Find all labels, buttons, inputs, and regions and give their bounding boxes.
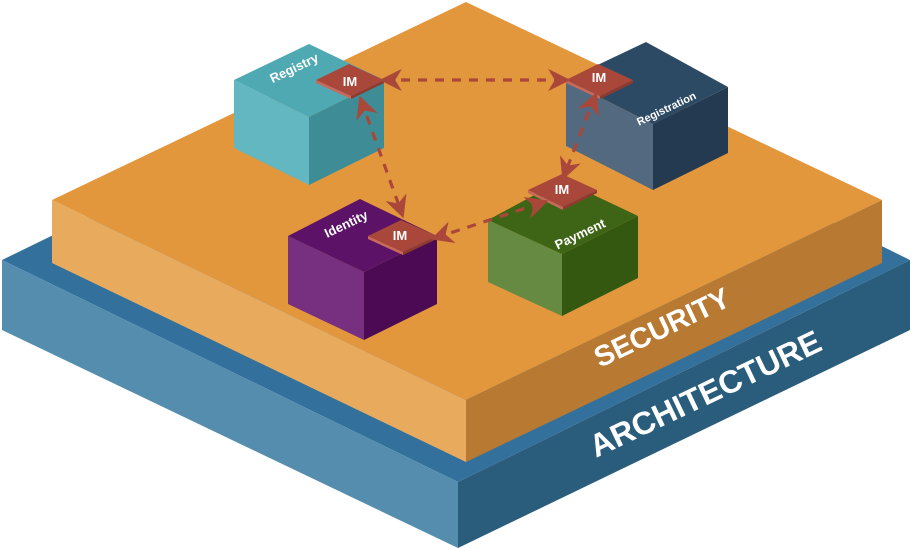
im-badge-label: IM [555,182,569,197]
module-registration-right-face [653,87,728,190]
connection-registration-payment [560,91,599,181]
im-badge-top [316,64,384,96]
im-badge-edge [403,236,437,255]
security-layer-left-face [52,200,466,462]
im-badge-top [368,220,437,252]
module-identity-left-face [288,236,364,340]
im-badge-label: IM [343,74,357,89]
module-identity-top-face [288,199,437,272]
im-badge-registry[interactable]: IM [316,64,384,99]
connection-group [356,68,599,244]
architecture-layer-left-face [2,260,458,548]
im-badge-edge [600,80,633,99]
im-badge-edge [563,190,597,210]
im-badge-edge [368,236,403,255]
security-layer-right-face [466,200,882,462]
connection-identity-payment [430,196,549,244]
im-badge-label: IM [592,70,606,85]
module-identity-right-face [364,236,437,340]
im-badge-top [528,174,597,207]
module-payment-right-face [562,216,638,316]
connection-registry-identity [356,95,407,219]
im-badge-identity[interactable]: IM [368,220,437,255]
im-badge-label: IM [393,228,407,243]
module-registration-top-face [566,42,728,124]
module-registry-top-face [234,44,384,117]
im-badge-edge [316,80,351,99]
architecture-layer-right-face [458,260,910,548]
im-badge-payment[interactable]: IM [528,174,597,210]
module-registry-left-face [234,80,309,185]
im-badge-edge [351,80,384,99]
im-badge-top [566,64,633,96]
module-payment-left-face [488,220,562,316]
